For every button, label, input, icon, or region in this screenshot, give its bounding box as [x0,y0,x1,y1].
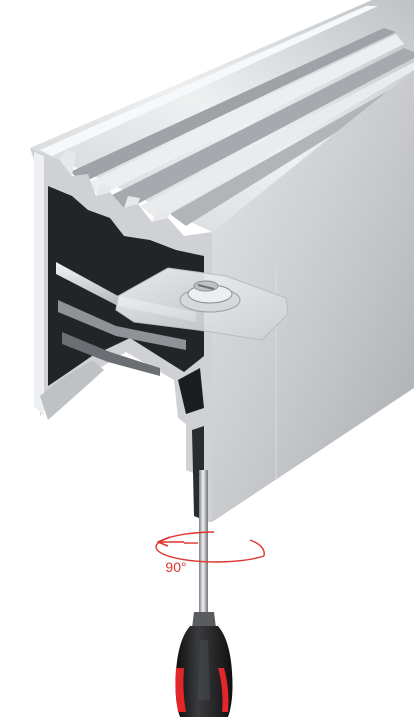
rotation-angle-label: 90° [165,559,186,575]
screwdriver-ferrule [192,612,216,628]
profile-top-surface [30,0,414,232]
screwdriver-shaft [199,470,208,620]
screwdriver-grip [175,668,186,712]
mounting-clip [115,267,289,341]
screw-head [179,280,241,313]
profile-cross-section [30,148,212,522]
rotate-left-arrow-icon [155,531,265,563]
screwdriver-icon [175,470,233,717]
